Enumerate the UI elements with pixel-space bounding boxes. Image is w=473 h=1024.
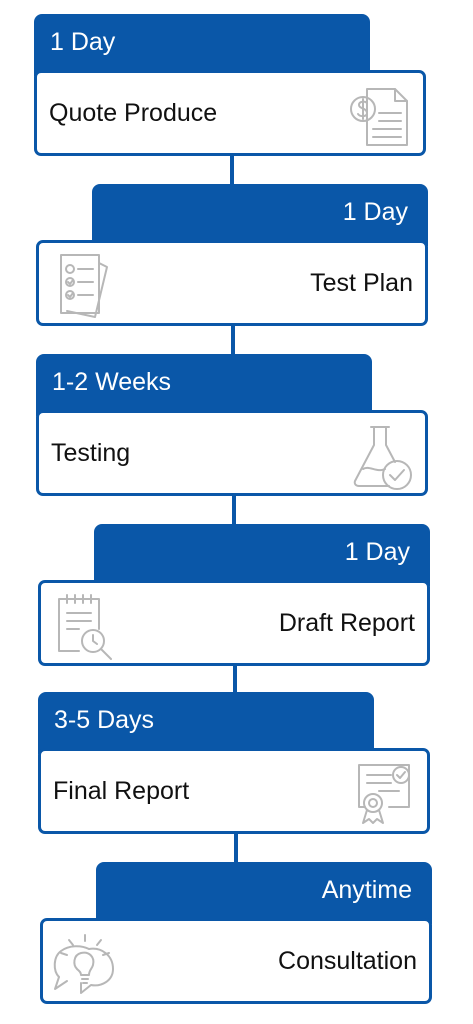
step-card: Test Plan (36, 240, 428, 326)
step-draft-report: 1 Day Draft Report (38, 524, 430, 666)
connector-line (234, 829, 238, 869)
duration-tab: Anytime (96, 862, 432, 924)
step-card: Draft Report (38, 580, 430, 666)
step-card: Testing (36, 410, 428, 496)
step-card: Consultation (40, 918, 432, 1004)
step-label: Quote Produce (49, 99, 218, 127)
duration-label: 1-2 Weeks (52, 368, 172, 396)
duration-label: 3-5 Days (54, 706, 155, 734)
duration-tab: 1-2 Weeks (36, 354, 372, 416)
step-test-plan: 1 Day Test Plan (36, 184, 428, 326)
step-label: Final Report (53, 777, 190, 805)
step-quote-produce: 1 Day Quote Produce (34, 14, 426, 156)
step-final-report: 3-5 Days Final Report (38, 692, 430, 834)
connector-line (230, 150, 234, 190)
flask-check-icon (349, 419, 415, 491)
duration-tab: 3-5 Days (38, 692, 374, 754)
duration-tab: 1 Day (34, 14, 370, 76)
connector-line (233, 660, 237, 700)
certificate-icon (351, 757, 417, 829)
step-label: Test Plan (310, 269, 413, 297)
duration-label: 1 Day (50, 28, 116, 56)
duration-label: 1 Day (342, 198, 408, 226)
quote-document-icon (347, 79, 413, 151)
step-card: Quote Produce (34, 70, 426, 156)
duration-tab: 1 Day (92, 184, 428, 246)
duration-label: Anytime (321, 876, 412, 904)
step-testing: 1-2 Weeks Testing (36, 354, 428, 496)
report-magnifier-icon (49, 589, 115, 661)
step-consultation: Anytime Consultation (40, 862, 432, 1004)
checklist-icon (47, 249, 113, 321)
step-label: Consultation (278, 947, 417, 975)
duration-tab: 1 Day (94, 524, 430, 586)
step-card: Final Report (38, 748, 430, 834)
connector-line (232, 491, 236, 531)
duration-label: 1 Day (344, 538, 410, 566)
lightbulb-chat-icon (51, 927, 117, 999)
connector-line (231, 321, 235, 361)
step-label: Draft Report (278, 609, 415, 637)
step-label: Testing (51, 439, 131, 467)
